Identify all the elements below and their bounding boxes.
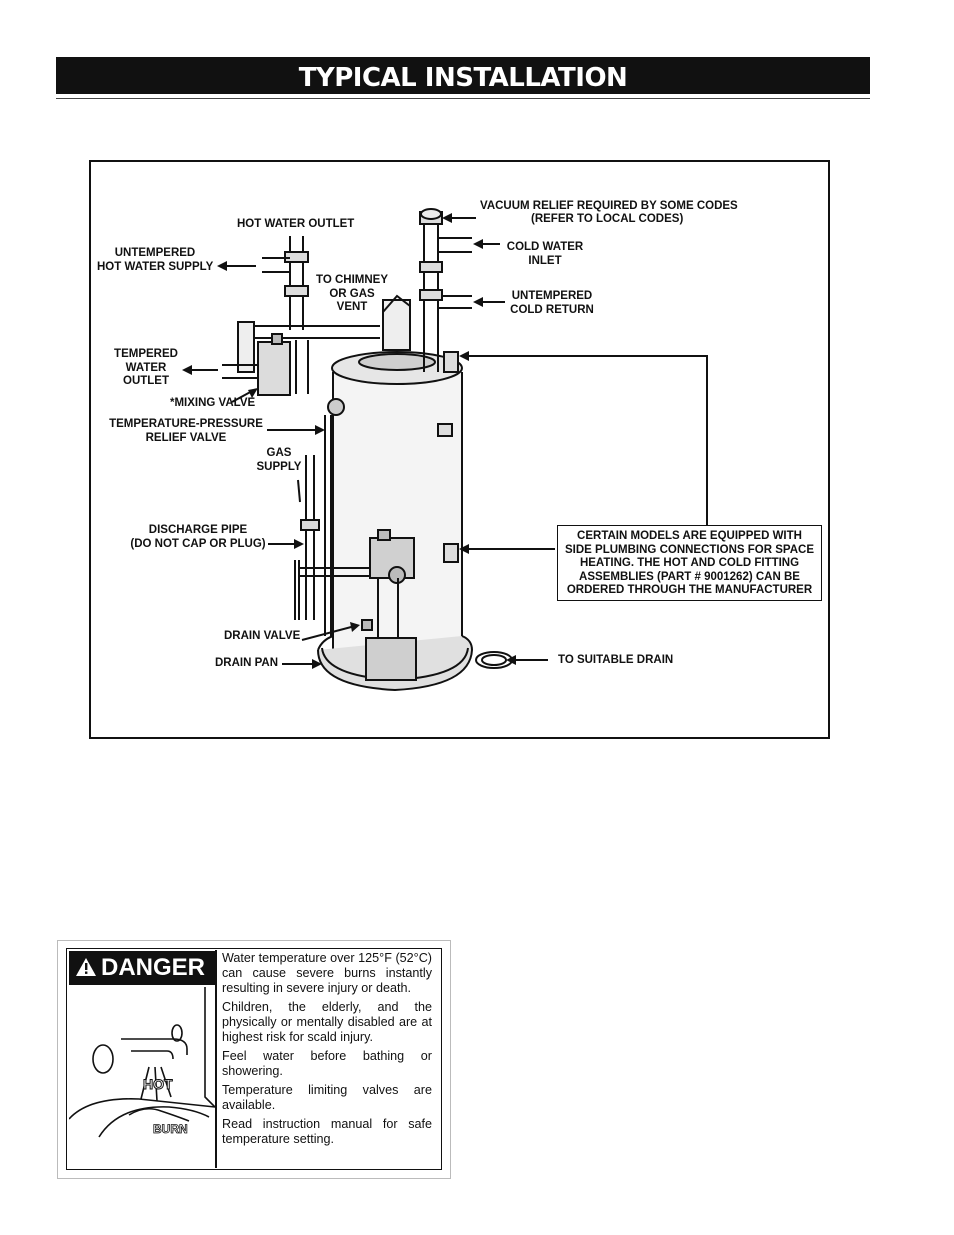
water-heater-illustration [182, 208, 708, 692]
danger-paragraph: Feel water before bathing or showering. [222, 1049, 432, 1078]
label-drain-pan: DRAIN PAN [215, 657, 279, 669]
danger-label [66, 948, 442, 1170]
danger-paragraph: Temperature limiting valves are availabl… [222, 1083, 432, 1112]
danger-paragraph: Water temperature over 125°F (52°C) can … [222, 951, 432, 995]
scald-hazard-pictogram: HOT BURN [69, 987, 215, 1138]
drain-valve-shape [361, 619, 373, 631]
tp-valve-shape [327, 398, 345, 416]
pictogram-burn-text: BURN [153, 1122, 188, 1136]
label-discharge-pipe: DISCHARGE PIPE(DO NOT CAP OR PLUG) [130, 524, 266, 550]
label-vacuum-relief: VACUUM RELIEF REQUIRED BY SOME CODES [480, 200, 738, 212]
danger-warning-text: Water temperature over 125°F (52°C) can … [222, 951, 432, 1151]
discharge-pipe-shape [324, 415, 332, 636]
label-hot-water-outlet: HOT WATER OUTLET [237, 218, 355, 230]
label-vacuum-relief-note: (REFER TO LOCAL CODES) [531, 213, 684, 225]
side-plumbing-callout: CERTAIN MODELS ARE EQUIPPED WITH SIDE PL… [557, 525, 822, 601]
installation-diagram-frame [89, 160, 830, 739]
label-mixing-valve: *MIXING VALVE [170, 397, 256, 409]
danger-heading-text: DANGER [101, 954, 206, 981]
label-drain-valve: DRAIN VALVE [224, 630, 301, 642]
danger-heading: DANGER [69, 951, 215, 985]
mixing-valve-shape [257, 341, 291, 396]
gas-supply-pipe [305, 455, 315, 620]
danger-divider [215, 950, 217, 1168]
page-title: TYPICAL INSTALLATION [298, 63, 628, 93]
danger-paragraph: Children, the elderly, and the physicall… [222, 1000, 432, 1044]
header-bar: TYPICAL INSTALLATION [56, 57, 870, 94]
hot-outlet-pipe [289, 236, 304, 330]
label-leader-lines [186, 217, 708, 665]
leader-arrowheads [182, 213, 516, 669]
pictogram-hot-text: HOT [143, 1076, 173, 1092]
label-suitable-drain: TO SUITABLE DRAIN [558, 654, 674, 666]
header-rule [56, 98, 870, 99]
warning-triangle-icon [76, 958, 96, 976]
danger-paragraph: Read instruction manual for safe tempera… [222, 1117, 432, 1146]
burner-access-panel [365, 637, 417, 681]
